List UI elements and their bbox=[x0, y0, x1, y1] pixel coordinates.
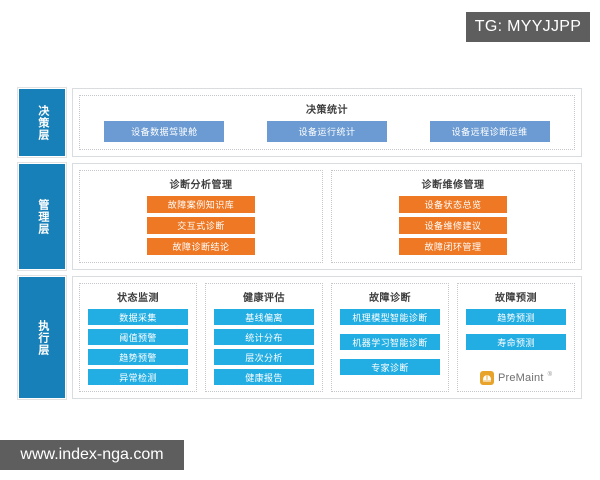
chip-health-report[interactable]: 健康报告 bbox=[214, 369, 314, 385]
group-title-fault-diagnosis: 故障诊断 bbox=[369, 293, 411, 304]
layer-tab-execution-label: 执行层 bbox=[36, 319, 49, 356]
layer-tab-management: 管理层 bbox=[18, 163, 66, 270]
group-title-diagnosis-analysis-management: 诊断分析管理 bbox=[169, 180, 233, 191]
chip-equipment-operation-statistics[interactable]: 设备运行统计 bbox=[266, 121, 387, 142]
chip-fault-diagnosis-conclusion[interactable]: 故障诊断结论 bbox=[147, 238, 255, 255]
chip-row-decision: 设备数据驾驶舱 设备运行统计 设备远程诊断运维 bbox=[88, 121, 566, 142]
site-watermark-label: www.index-nga.com bbox=[20, 446, 164, 463]
chip-statistical-distribution[interactable]: 统计分布 bbox=[214, 329, 314, 345]
layer-body-execution: 状态监测 数据采集 阈值预警 趋势预警 异常检测 健康评估 基线偏离 统计分布 … bbox=[72, 276, 582, 399]
group-title-fault-prediction: 故障预测 bbox=[495, 293, 537, 304]
premaint-logo-text: PreMaint bbox=[497, 372, 544, 384]
chip-baseline-deviation[interactable]: 基线偏离 bbox=[214, 309, 314, 325]
layer-row-decision: 决策层 决策统计 设备数据驾驶舱 设备运行统计 设备远程诊断运维 bbox=[18, 88, 582, 157]
layer-row-management: 管理层 诊断分析管理 故障案例知识库 交互式诊断 故障诊断结论 诊断维修管理 设… bbox=[18, 163, 582, 270]
chip-mechanism-model-intelligent-diagnosis[interactable]: 机理模型智能诊断 bbox=[340, 309, 440, 325]
tag-badge-label: TG: MYYJJPP bbox=[474, 18, 582, 35]
group-title-diagnosis-maintenance-management: 诊断维修管理 bbox=[421, 180, 485, 191]
group-condition-monitoring: 状态监测 数据采集 阈值预警 趋势预警 异常检测 bbox=[79, 283, 197, 392]
layer-row-execution: 执行层 状态监测 数据采集 阈值预警 趋势预警 异常检测 健康评估 基线偏离 统… bbox=[18, 276, 582, 399]
chip-machine-learning-intelligent-diagnosis[interactable]: 机器学习智能诊断 bbox=[340, 334, 440, 350]
layer-body-decision: 决策统计 设备数据驾驶舱 设备运行统计 设备远程诊断运维 bbox=[72, 88, 582, 157]
chip-trend-prediction[interactable]: 趋势预测 bbox=[466, 309, 566, 325]
layer-body-management: 诊断分析管理 故障案例知识库 交互式诊断 故障诊断结论 诊断维修管理 设备状态总… bbox=[72, 163, 582, 270]
chip-stack-fault-prediction: 趋势预测 寿命预测 bbox=[466, 309, 566, 350]
chip-equipment-data-cockpit[interactable]: 设备数据驾驶舱 bbox=[104, 121, 225, 142]
chip-fault-case-knowledge-base[interactable]: 故障案例知识库 bbox=[147, 196, 255, 213]
chip-data-acquisition[interactable]: 数据采集 bbox=[88, 309, 188, 325]
group-health-assessment: 健康评估 基线偏离 统计分布 层次分析 健康报告 bbox=[205, 283, 323, 392]
layer-tab-execution: 执行层 bbox=[18, 276, 66, 399]
group-diagnosis-maintenance-management: 诊断维修管理 设备状态总览 设备维修建议 故障闭环管理 bbox=[331, 170, 575, 263]
chip-stack-condition-monitoring: 数据采集 阈值预警 趋势预警 异常检测 bbox=[88, 309, 188, 385]
premaint-logo-icon bbox=[479, 371, 494, 385]
site-watermark: www.index-nga.com bbox=[0, 440, 184, 470]
chip-hierarchical-analysis[interactable]: 层次分析 bbox=[214, 349, 314, 365]
layer-tab-decision-label: 决策层 bbox=[36, 104, 49, 141]
chip-stack-diagnosis-maintenance: 设备状态总览 设备维修建议 故障闭环管理 bbox=[340, 196, 566, 255]
chip-expert-diagnosis[interactable]: 专家诊断 bbox=[340, 359, 440, 375]
chip-equipment-status-overview[interactable]: 设备状态总览 bbox=[399, 196, 507, 213]
premaint-registered-mark: ® bbox=[547, 372, 553, 378]
group-title-condition-monitoring: 状态监测 bbox=[117, 293, 159, 304]
chip-trend-alarm[interactable]: 趋势预警 bbox=[88, 349, 188, 365]
chip-life-prediction[interactable]: 寿命预测 bbox=[466, 334, 566, 350]
group-fault-prediction: 故障预测 趋势预测 寿命预测 PreMaint ® bbox=[457, 283, 575, 392]
layer-tab-management-label: 管理层 bbox=[36, 198, 49, 235]
group-decision-statistics: 决策统计 设备数据驾驶舱 设备运行统计 设备远程诊断运维 bbox=[79, 95, 575, 150]
chip-anomaly-detection[interactable]: 异常检测 bbox=[88, 369, 188, 385]
premaint-logo: PreMaint ® bbox=[479, 363, 553, 385]
chip-stack-health-assessment: 基线偏离 统计分布 层次分析 健康报告 bbox=[214, 309, 314, 385]
chip-fault-closed-loop-management[interactable]: 故障闭环管理 bbox=[399, 238, 507, 255]
group-fault-diagnosis: 故障诊断 机理模型智能诊断 机器学习智能诊断 专家诊断 bbox=[331, 283, 449, 392]
layer-tab-decision: 决策层 bbox=[18, 88, 66, 157]
group-title-health-assessment: 健康评估 bbox=[243, 293, 285, 304]
architecture-diagram: 决策层 决策统计 设备数据驾驶舱 设备运行统计 设备远程诊断运维 管理层 诊断分… bbox=[18, 88, 582, 399]
chip-stack-diagnosis-analysis: 故障案例知识库 交互式诊断 故障诊断结论 bbox=[88, 196, 314, 255]
chip-equipment-maintenance-advice[interactable]: 设备维修建议 bbox=[399, 217, 507, 234]
chip-interactive-diagnosis[interactable]: 交互式诊断 bbox=[147, 217, 255, 234]
chip-stack-fault-diagnosis: 机理模型智能诊断 机器学习智能诊断 专家诊断 bbox=[340, 309, 440, 375]
chip-equipment-remote-diagnosis[interactable]: 设备远程诊断运维 bbox=[429, 121, 550, 142]
group-title-decision-statistics: 决策统计 bbox=[306, 105, 348, 116]
chip-threshold-alarm[interactable]: 阈值预警 bbox=[88, 329, 188, 345]
tag-badge: TG: MYYJJPP bbox=[466, 12, 590, 42]
group-diagnosis-analysis-management: 诊断分析管理 故障案例知识库 交互式诊断 故障诊断结论 bbox=[79, 170, 323, 263]
